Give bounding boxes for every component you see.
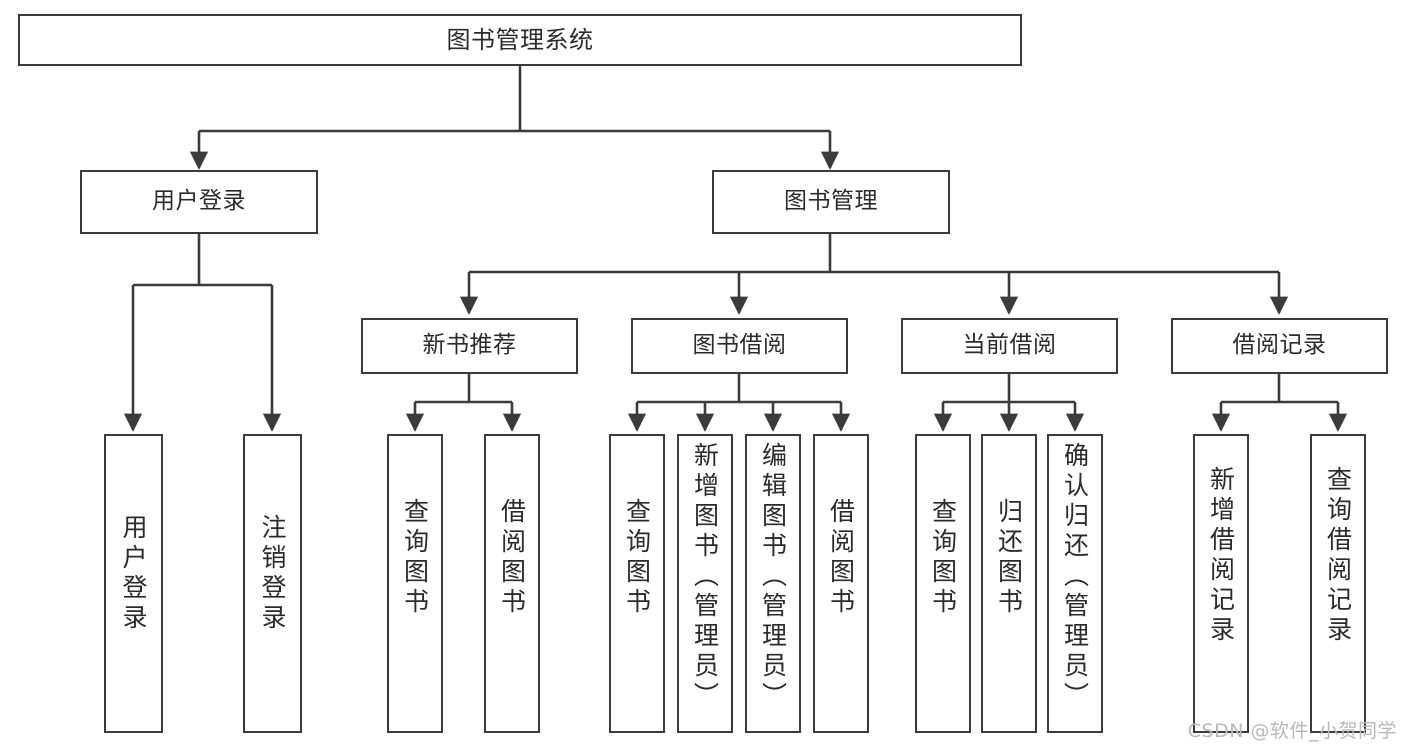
node-root-label: 图书管理系统 xyxy=(446,25,594,54)
node-leaf-confirm-return-label: 确认归还（管理员） xyxy=(1060,442,1090,712)
node-leaf-borrow-book-1[interactable]: 借阅图书 xyxy=(484,434,540,733)
node-book-borrow-label: 图书借阅 xyxy=(692,332,787,359)
node-leaf-confirm-return[interactable]: 确认归还（管理员） xyxy=(1047,434,1103,733)
node-new-book-recommend-label: 新书推荐 xyxy=(422,332,517,359)
node-leaf-return-book[interactable]: 归还图书 xyxy=(981,434,1037,733)
node-leaf-query-book-2-label: 查询图书 xyxy=(622,498,652,618)
node-current-borrow-label: 当前借阅 xyxy=(962,332,1057,359)
node-leaf-query-book-3-label: 查询图书 xyxy=(928,498,958,618)
node-new-book-recommend[interactable]: 新书推荐 xyxy=(361,318,578,374)
node-leaf-edit-book[interactable]: 编辑图书（管理员） xyxy=(745,434,801,733)
node-leaf-add-book-label: 新增图书（管理员） xyxy=(690,442,720,712)
node-leaf-user-login-label: 用户登录 xyxy=(119,514,148,634)
node-leaf-query-book-1[interactable]: 查询图书 xyxy=(387,434,443,733)
node-leaf-return-book-label: 归还图书 xyxy=(994,498,1024,618)
node-borrow-record[interactable]: 借阅记录 xyxy=(1171,318,1388,374)
node-current-borrow[interactable]: 当前借阅 xyxy=(901,318,1118,374)
node-book-manage[interactable]: 图书管理 xyxy=(712,170,950,234)
node-leaf-borrow-book-2[interactable]: 借阅图书 xyxy=(813,434,869,733)
node-leaf-logout-label: 注销登录 xyxy=(258,514,287,634)
csdn-watermark: CSDN @软件_小贺同学 xyxy=(1187,720,1397,742)
node-book-manage-label: 图书管理 xyxy=(784,188,878,215)
node-leaf-add-record[interactable]: 新增借阅记录 xyxy=(1193,434,1249,733)
node-borrow-record-label: 借阅记录 xyxy=(1232,332,1327,359)
node-leaf-query-book-1-label: 查询图书 xyxy=(400,498,430,618)
node-book-borrow[interactable]: 图书借阅 xyxy=(631,318,848,374)
node-leaf-borrow-book-2-label: 借阅图书 xyxy=(826,498,856,618)
node-user-login[interactable]: 用户登录 xyxy=(80,170,318,234)
node-leaf-logout[interactable]: 注销登录 xyxy=(243,434,302,733)
node-leaf-query-book-2[interactable]: 查询图书 xyxy=(609,434,665,733)
node-root-system[interactable]: 图书管理系统 xyxy=(18,14,1022,66)
node-leaf-edit-book-label: 编辑图书（管理员） xyxy=(758,442,788,712)
node-leaf-query-record-label: 查询借阅记录 xyxy=(1323,466,1353,646)
node-leaf-user-login[interactable]: 用户登录 xyxy=(104,434,163,733)
node-leaf-add-record-label: 新增借阅记录 xyxy=(1206,466,1236,646)
node-leaf-query-book-3[interactable]: 查询图书 xyxy=(915,434,971,733)
node-leaf-borrow-book-1-label: 借阅图书 xyxy=(497,498,527,618)
node-user-login-label: 用户登录 xyxy=(152,188,246,215)
node-leaf-add-book[interactable]: 新增图书（管理员） xyxy=(677,434,733,733)
node-leaf-query-record[interactable]: 查询借阅记录 xyxy=(1310,434,1366,733)
